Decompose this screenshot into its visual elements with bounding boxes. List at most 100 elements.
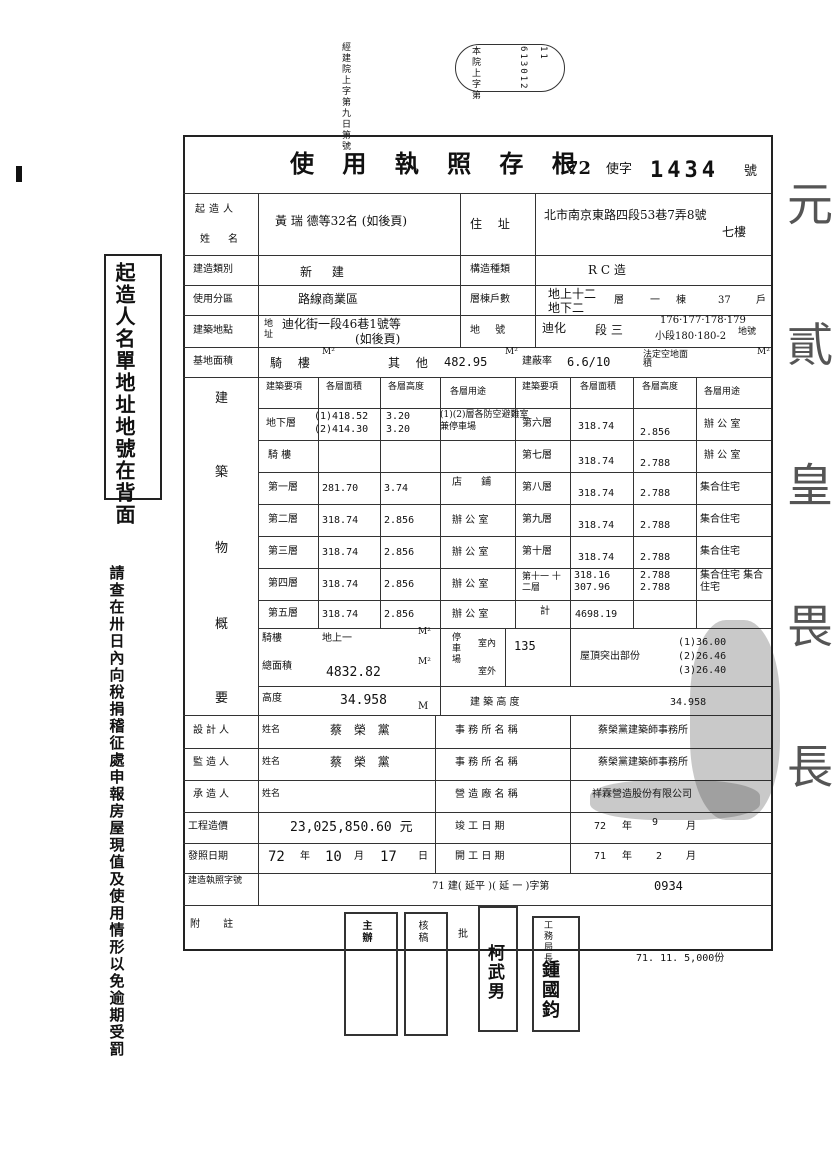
floor-item: 計	[540, 606, 550, 617]
site-label: 建築地點	[193, 325, 233, 336]
section-label-zhu: 築	[215, 465, 229, 480]
build-type-label: 建造類別	[193, 264, 233, 275]
name-label: 姓名	[200, 234, 256, 245]
floor-height: 2.856	[384, 547, 415, 558]
floor-height: 2.856	[384, 609, 415, 620]
floor-item: 第五層	[268, 608, 298, 619]
zone-value: 路線商業區	[298, 292, 359, 306]
section-label-jian: 建	[215, 391, 229, 406]
contractor-name-label: 姓名	[262, 789, 281, 799]
misc-above-label: 地上一	[322, 633, 352, 644]
lot-tag: 地號	[738, 327, 757, 337]
floor-item: 第七層	[522, 450, 552, 461]
floor-area: 318.74	[322, 515, 359, 526]
lot-area: 迪化	[542, 321, 567, 335]
building-height-value: 34.958	[670, 697, 707, 708]
unit-m2: M²	[505, 347, 518, 357]
floor-use: 店 鋪	[452, 477, 500, 488]
seal-box-1	[344, 912, 398, 1036]
floors-above: 地上十二	[548, 287, 597, 301]
floor-height: 2.788	[640, 458, 671, 469]
floor-use: 集合住宅	[700, 514, 740, 525]
seal-4: 柯武男	[484, 944, 504, 1001]
cost-label: 工程造價	[188, 821, 228, 832]
issue-day: 17	[380, 849, 397, 865]
contractor-office-label: 營 造 廠 名 稱	[455, 789, 518, 800]
header-item: 建築要項	[266, 382, 303, 392]
designer-office: 蔡榮黨建築師事務所	[598, 725, 688, 736]
start-year: 71	[594, 851, 607, 862]
seal-box-5	[532, 916, 580, 1032]
year-unit: 年	[622, 821, 632, 832]
seal-3: 批	[458, 929, 468, 940]
designer-office-label: 事 務 所 名 稱	[455, 725, 518, 736]
applicant-name: 黃 瑞 德等32名 (如後頁)	[275, 214, 408, 228]
zone-label: 使用分區	[193, 294, 233, 305]
roof-value-1: (1)36.00	[678, 637, 727, 648]
lot-numbers: 176·177·178·179	[660, 315, 746, 326]
header-area: 各層面積	[326, 382, 363, 392]
floor-area: 318.74	[578, 488, 615, 499]
total-area-label: 總面積	[262, 661, 292, 672]
seal-6: 鍾國鈞	[539, 960, 560, 1020]
parking-indoor-value: 135	[514, 639, 536, 653]
height-label: 高度	[262, 693, 282, 704]
punch-mark	[16, 166, 22, 182]
floor-area: 318.74	[578, 552, 615, 563]
right-margin-text: 元 貳 皇 畏 長	[780, 180, 832, 829]
floor-use: 辦 公 室	[452, 547, 489, 558]
cost-value: 23,025,850.60 元	[290, 820, 413, 835]
floor-item: 第二層	[268, 514, 298, 525]
top-left-stamp: 經建院上字第九日第號	[340, 42, 350, 152]
supervisor-name: 蔡 榮 黨	[330, 755, 394, 769]
floor-area: 318.74	[578, 520, 615, 531]
header-height-2: 各層高度	[642, 382, 679, 392]
roof-label: 屋頂突出部份	[580, 651, 640, 662]
top-stamp-text: 本院上字第	[470, 46, 480, 101]
lot-section: 段 三	[595, 323, 623, 337]
site-address-note: (如後頁)	[355, 332, 401, 346]
site-address: 迪化街一段46巷1號等	[282, 317, 401, 331]
unit-m2: M²	[418, 627, 431, 637]
header-item-2: 建築要項	[522, 382, 559, 392]
floor-area: 318.74	[578, 456, 615, 467]
floor-item: 騎 樓	[268, 450, 292, 461]
floor-item: 第六層	[522, 418, 552, 429]
floor-use: 集合住宅 集合住宅	[700, 570, 764, 593]
top-stamp-number: 613012	[518, 46, 528, 91]
seal-box-4	[478, 906, 518, 1032]
issue-month: 10	[325, 849, 342, 865]
permit-ref-text: 71 建( 延平 )( 延 一 )字第	[432, 881, 550, 892]
month-unit: 月	[686, 851, 696, 862]
floor-item: 地下層	[266, 418, 296, 429]
floor-use: 辦 公 室	[704, 450, 741, 461]
floor-use: 辦 公 室	[452, 515, 489, 526]
seal-2: 核稿	[416, 920, 427, 944]
floor-area: 318.74	[322, 579, 359, 590]
site-address-small: 地址	[262, 318, 272, 340]
unit-m2: M²	[322, 347, 335, 357]
unit-m2: M²	[757, 347, 770, 357]
floor-area: 4698.19	[575, 609, 618, 620]
floor-item: 第九層	[522, 514, 552, 525]
supervisor-office: 蔡榮黨建築師事務所	[598, 757, 688, 768]
issue-year: 72	[268, 849, 285, 865]
floor-height: 2.856	[384, 515, 415, 526]
coverage-value: 6.6/10	[567, 355, 611, 369]
issue-date-label: 發照日期	[188, 851, 228, 862]
floor-item: 第十層	[522, 546, 552, 557]
side-note-box	[104, 254, 162, 500]
building-count: 一	[650, 295, 660, 306]
permit-ref-label: 建造執照字號	[188, 876, 243, 886]
designer-label: 設計人	[193, 725, 232, 736]
unit-count: 37	[718, 295, 731, 306]
supervisor-name-label: 姓名	[262, 757, 281, 767]
floor-use: (1)(2)層各防空避難室兼停車場	[440, 410, 529, 432]
floor-height: 3.20 3.20	[386, 411, 411, 435]
structure-label: 構造種類	[470, 264, 510, 275]
designer-name: 蔡 榮 黨	[330, 723, 394, 737]
permit-prefix: 使字	[606, 162, 633, 177]
lot-label: 地 號	[470, 325, 512, 336]
header-area-2: 各層面積	[580, 382, 617, 392]
floor-height: 2.788	[640, 488, 671, 499]
